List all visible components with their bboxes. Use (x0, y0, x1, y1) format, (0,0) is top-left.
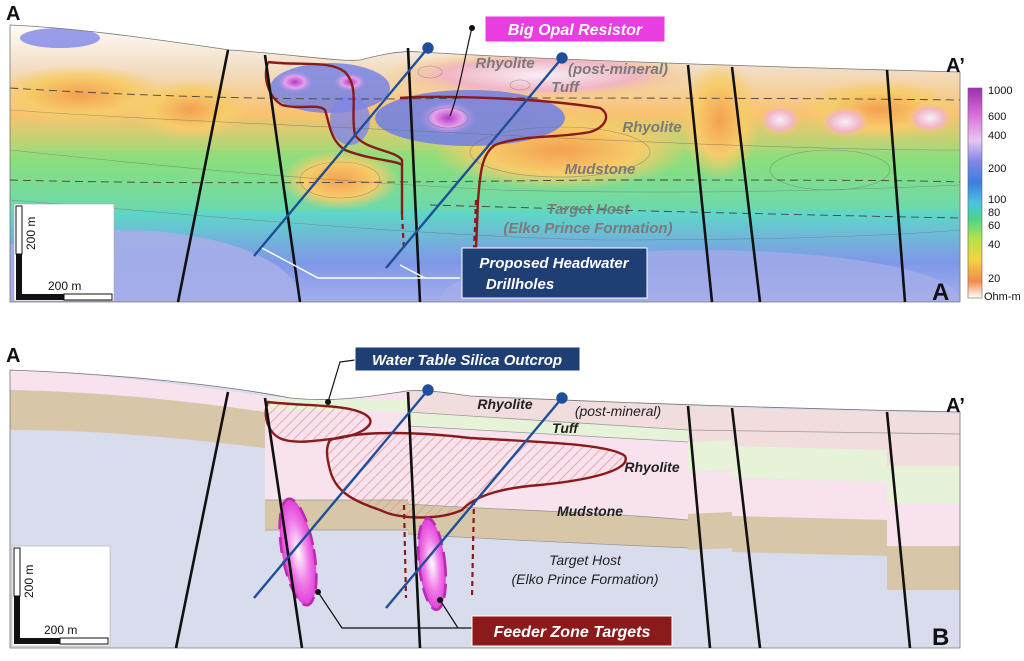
label-post-mineral: (post-mineral) (568, 61, 668, 78)
label-b-tuff: Tuff (552, 420, 579, 436)
scale-a-horizontal: 200 m (48, 279, 81, 293)
label-b-post-mineral: (post-mineral) (575, 403, 661, 419)
panel-b: Rhyolite (post-mineral) Tuff Rhyolite Mu… (6, 345, 965, 651)
panel-letter-a: A (932, 279, 949, 306)
cb-tick-1000: 1000 (988, 85, 1012, 97)
colorbar: 1000 600 400 200 100 80 60 40 20 Ohm-m (967, 85, 1021, 303)
geologic-section (10, 370, 960, 648)
callout-drillholes-line1: Proposed Headwater (479, 255, 629, 272)
scale-bar-b: 200 m 200 m (11, 545, 111, 647)
feeder-zones (278, 497, 448, 612)
silica-body-main (325, 431, 627, 519)
corner-a-left: A (6, 3, 20, 25)
callout-feeder-zone-targets: Feeder Zone Targets (471, 615, 673, 647)
callout-feeder-text: Feeder Zone Targets (494, 624, 651, 641)
label-mudstone: Mudstone (565, 161, 636, 178)
scale-b-horizontal: 200 m (44, 623, 77, 637)
cb-tick-60: 60 (988, 220, 1000, 232)
label-target-host: Target Host (547, 201, 631, 218)
callout-water-table-silica: Water Table Silica Outcrop (354, 346, 581, 372)
label-b-target-host: Target Host (549, 552, 622, 568)
drillholes-b (253, 384, 568, 609)
corner-a-right: A’ (946, 55, 965, 77)
cb-tick-600: 600 (988, 111, 1006, 123)
cb-tick-200: 200 (988, 163, 1006, 175)
label-b-target-host-sub: (Elko Prince Formation) (511, 571, 658, 587)
resistor-outline (264, 60, 404, 215)
label-rhyolite-mid: Rhyolite (622, 119, 681, 136)
faults-b (174, 391, 912, 649)
faults-a (176, 47, 907, 303)
cb-tick-100: 100 (988, 194, 1006, 206)
label-b-rhyolite-mid: Rhyolite (624, 459, 679, 475)
label-b-mudstone: Mudstone (557, 503, 623, 519)
cb-unit: Ohm-m (984, 291, 1021, 303)
callout-big-opal-resistor: Big Opal Resistor (484, 15, 666, 43)
cb-tick-40: 40 (988, 239, 1000, 251)
cb-tick-20: 20 (988, 273, 1000, 285)
label-rhyolite-top: Rhyolite (475, 55, 534, 72)
corner-b-right: A’ (946, 395, 965, 417)
drillholes-a (253, 42, 568, 269)
corner-b-left: A (6, 345, 20, 367)
label-tuff: Tuff (551, 79, 581, 96)
panel-a: Rhyolite (post-mineral) Tuff Rhyolite Mu… (6, 3, 1021, 306)
scale-b-vertical: 200 m (22, 565, 36, 598)
cb-tick-80: 80 (988, 207, 1000, 219)
label-target-host-sub: (Elko Prince Formation) (503, 220, 672, 237)
callout-drillholes-line2: Drillholes (486, 276, 554, 293)
cb-tick-400: 400 (988, 130, 1006, 142)
callout-proposed-drillholes: Proposed Headwater Drillholes (461, 247, 648, 299)
label-b-rhyolite-top: Rhyolite (477, 396, 532, 412)
panel-letter-b: B (932, 624, 949, 651)
scale-a-vertical: 200 m (24, 217, 38, 250)
scale-bar-a: 200 m 200 m (13, 203, 115, 302)
callout-silica-text: Water Table Silica Outcrop (372, 352, 562, 369)
callout-resistor-text: Big Opal Resistor (508, 22, 643, 39)
resistor-outline-main (399, 95, 608, 251)
resistivity-section (10, 25, 960, 302)
